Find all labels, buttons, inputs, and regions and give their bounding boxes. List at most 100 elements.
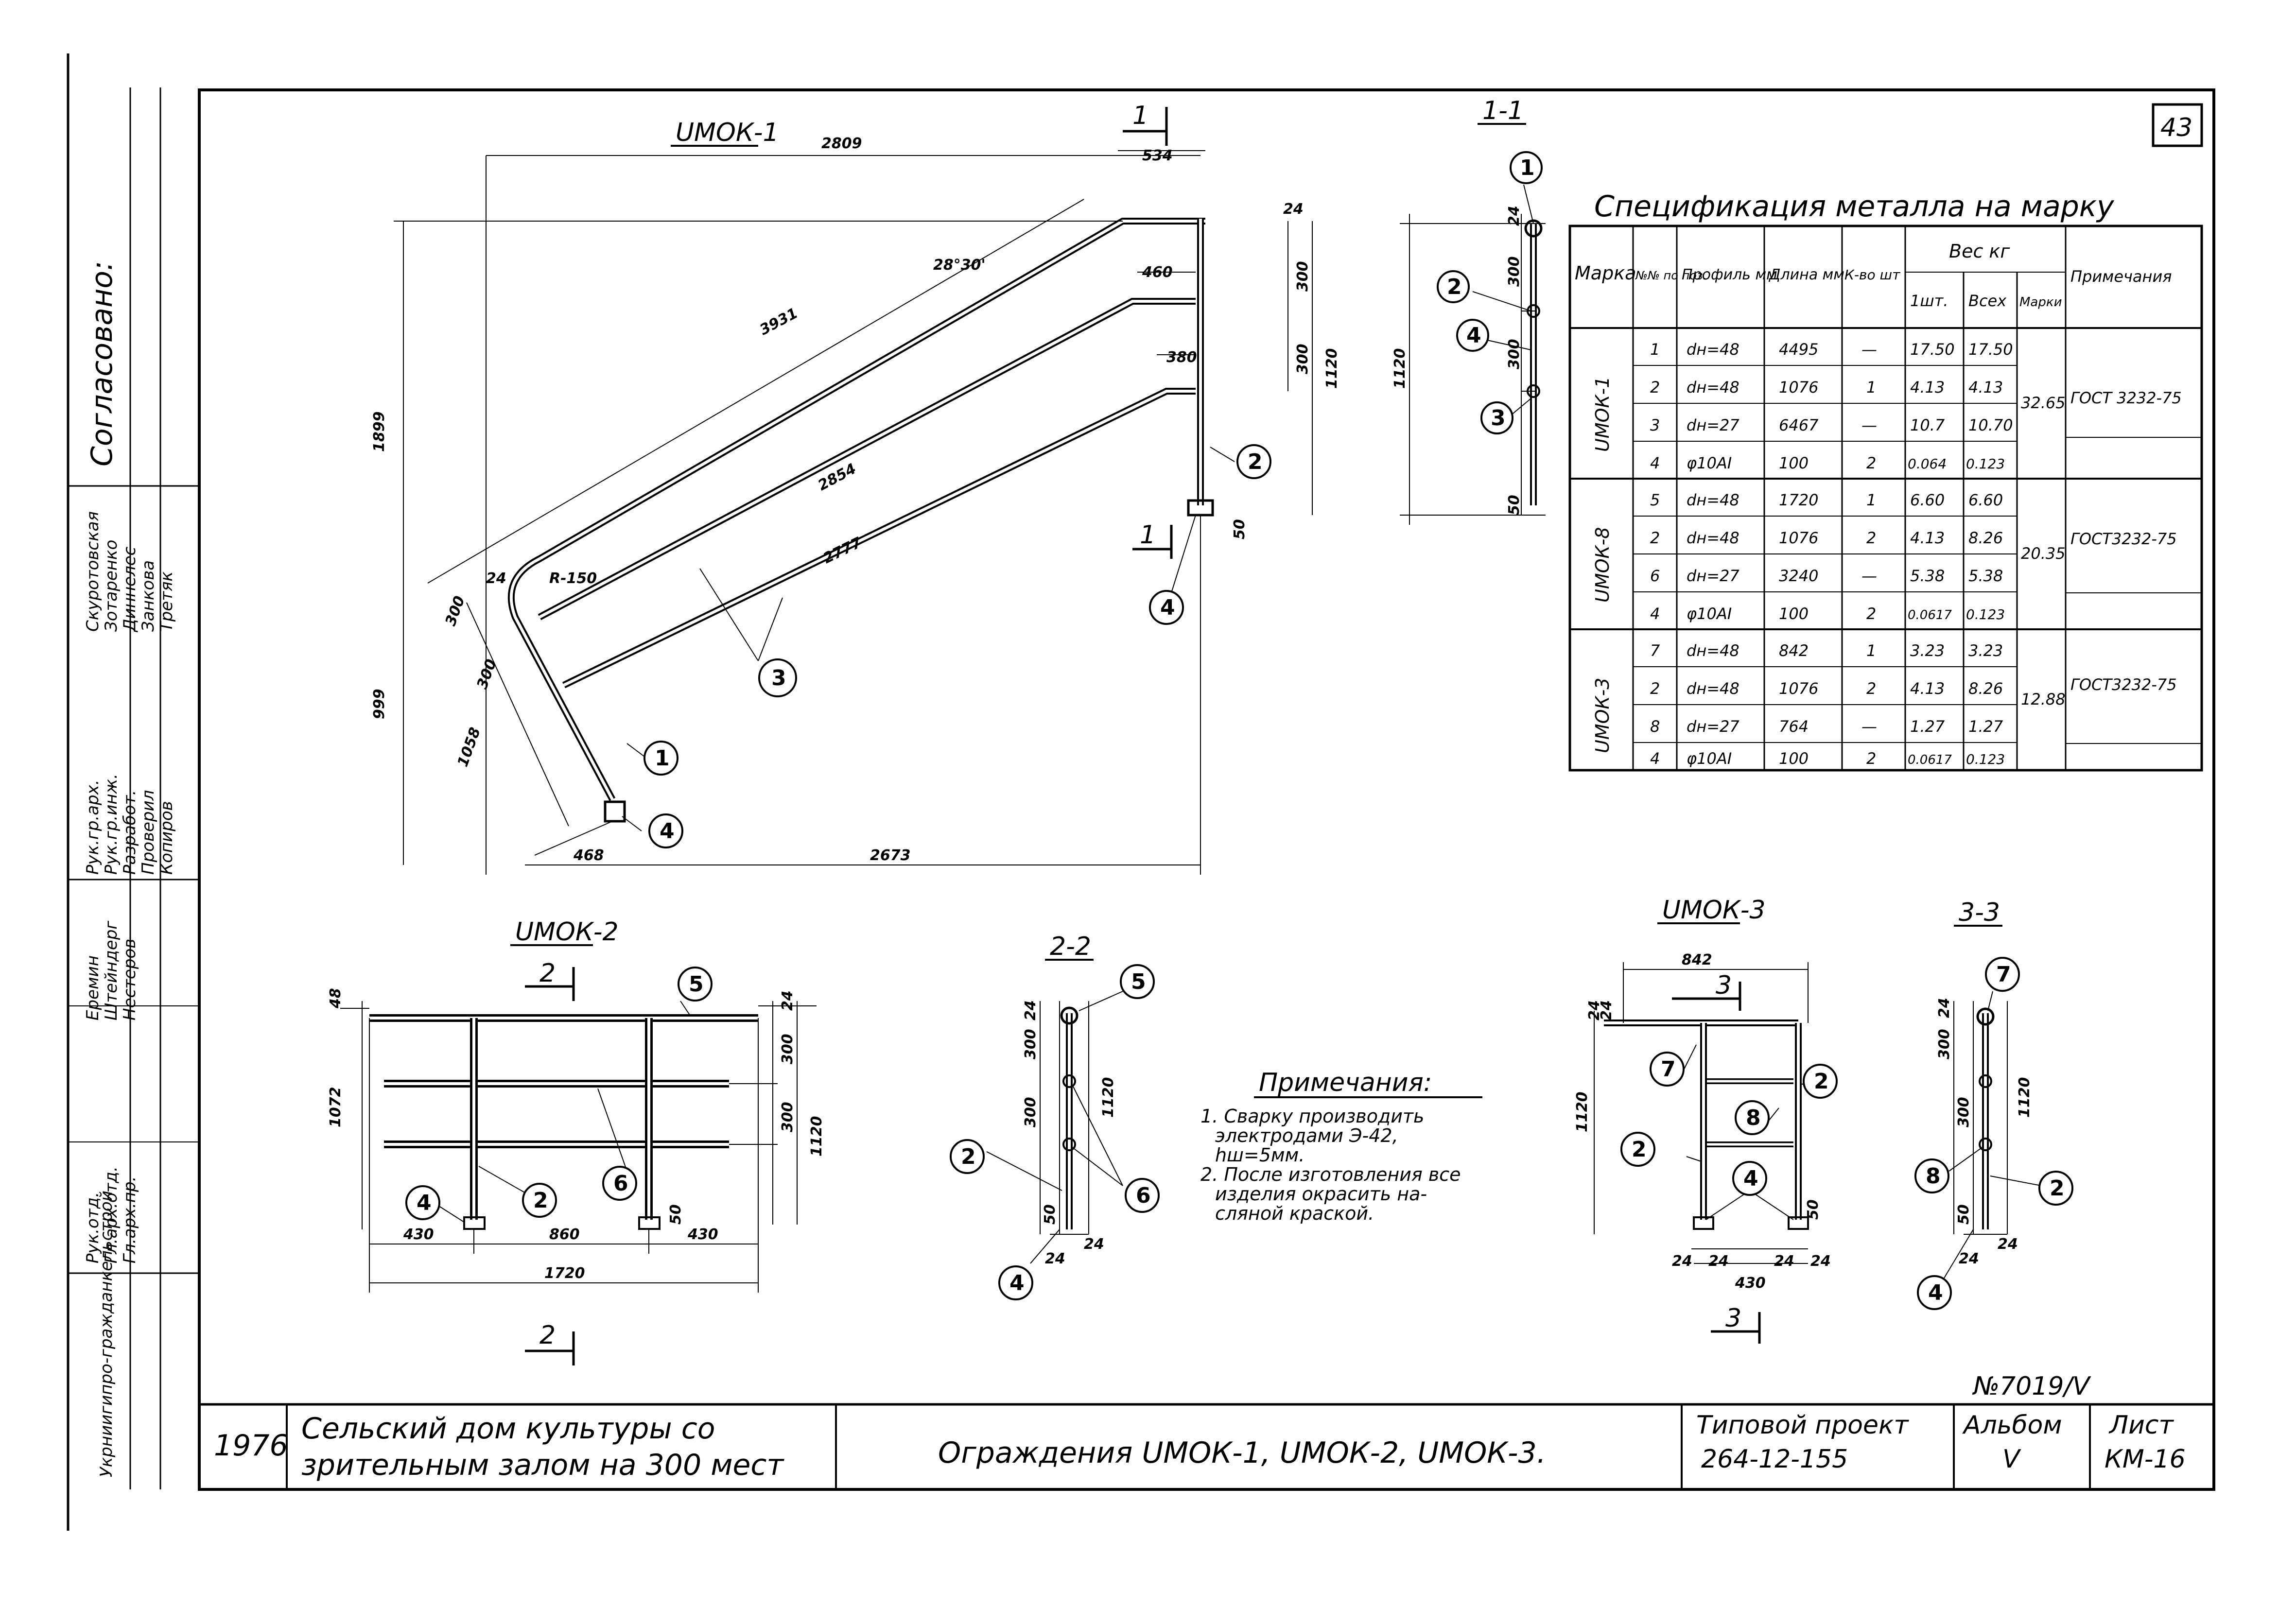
svg-text:24: 24 <box>1045 1250 1065 1267</box>
drawing-title: Ограждения UМОК-1, UМОК-2, UМОК-3. <box>938 1436 1546 1470</box>
spec-title: Спецификация металла на марку <box>1594 190 2115 224</box>
svg-text:6.60: 6.60 <box>1910 491 1945 509</box>
svg-text:—: — <box>1861 340 1877 359</box>
callout-label: 5 <box>689 972 704 997</box>
spec-note: ГОСТ 3232-75 <box>2070 389 2182 407</box>
svg-text:24: 24 <box>1810 1253 1831 1270</box>
svg-text:—: — <box>1861 567 1877 585</box>
sheet-label: Лист <box>2108 1411 2174 1440</box>
notes-line: 2. После изготовления все <box>1200 1164 1461 1185</box>
svg-text:0.123: 0.123 <box>1966 456 2005 472</box>
callout-label: 7 <box>1661 1057 1676 1082</box>
svg-text:860: 860 <box>549 1226 580 1243</box>
svg-text:8.26: 8.26 <box>1968 679 2003 698</box>
album-number: №7019/Ⅴ <box>1972 1372 2091 1401</box>
callout-label: 3 <box>771 666 786 691</box>
cut-mark-label: 3 <box>1725 1304 1741 1333</box>
type-number: 264-12-155 <box>1701 1445 1848 1474</box>
title-block: 1976 Сельский дом культуры со зрительным… <box>214 1404 2186 1489</box>
table-row: 2 dн=48 1076 2 4.13 8.26 <box>1650 679 2003 698</box>
table-row: 2 dн=48 1076 2 4.13 8.26 <box>1650 529 2003 547</box>
svg-text:—: — <box>1861 717 1877 736</box>
dim-text: 300 <box>1506 256 1523 287</box>
svg-text:6: 6 <box>1650 567 1660 585</box>
project-line-1: Сельский дом культуры со <box>301 1412 715 1446</box>
svg-text:24: 24 <box>779 990 796 1011</box>
spec-group-1: UМОК-1 32.65 ГОСТ 3232-75 1 dн=48 4495 —… <box>1592 340 2182 472</box>
dim-text: 24 <box>486 570 506 587</box>
svg-text:50: 50 <box>1955 1204 1972 1225</box>
svg-text:100: 100 <box>1779 454 1809 472</box>
svg-text:dн=27: dн=27 <box>1687 567 1739 585</box>
svg-text:1: 1 <box>1866 641 1876 660</box>
hdr-wmark: Марки <box>2019 295 2062 310</box>
svg-text:φ10АⅠ: φ10АⅠ <box>1687 454 1732 472</box>
umok2-dims: 48 24 300 300 1120 1072 430 860 430 1720… <box>327 988 825 1282</box>
svg-text:10.7: 10.7 <box>1910 416 1945 434</box>
stamp-role-3: Разработ. <box>120 790 139 875</box>
svg-text:4495: 4495 <box>1779 340 1818 359</box>
callout-bubble <box>644 741 678 776</box>
dim-text: 3931 <box>757 305 800 339</box>
year: 1976 <box>214 1429 288 1463</box>
svg-text:7: 7 <box>1650 641 1660 660</box>
dim-text: 28°30' <box>933 257 986 274</box>
callout-label: 4 <box>1743 1166 1758 1191</box>
svg-text:1720: 1720 <box>1779 491 1818 509</box>
table-row: 8 dн=27 764 — 1.27 1.27 <box>1650 717 2003 736</box>
callout-label: 2 <box>533 1188 548 1213</box>
spec-group-3: UМОК-3 12.88 ГОСТ3232-75 7 dн=48 842 1 3… <box>1592 641 2177 768</box>
svg-text:1: 1 <box>1650 340 1660 359</box>
callout-bubble <box>758 658 797 697</box>
callout-label: 2 <box>961 1144 976 1169</box>
svg-text:φ10АⅠ: φ10АⅠ <box>1687 749 1732 768</box>
project-line-2: зрительным залом на 300 мест <box>301 1448 784 1482</box>
type-label: Типовой проект <box>1696 1411 1909 1440</box>
svg-text:dн=27: dн=27 <box>1687 416 1739 434</box>
callout-bubble <box>1236 444 1271 479</box>
sec22-title: 2-2 <box>1050 932 1091 961</box>
callout-label: 7 <box>1996 962 2011 987</box>
umok1-callout-labels: 1 3 2 4 4 <box>655 449 1263 844</box>
dim-text: 1120 <box>1392 348 1409 389</box>
cut-mark-label: 1 <box>1132 101 1148 130</box>
svg-text:430: 430 <box>403 1226 434 1243</box>
svg-text:48: 48 <box>327 988 344 1009</box>
dim-text: R-150 <box>549 570 597 587</box>
view-umok-3: UМОК-3 <box>1574 896 1838 1344</box>
svg-text:1076: 1076 <box>1779 529 1818 547</box>
callout-label: 5 <box>1131 969 1146 994</box>
svg-text:1: 1 <box>1866 491 1876 509</box>
svg-text:1076: 1076 <box>1779 378 1818 397</box>
svg-text:6467: 6467 <box>1779 416 1819 434</box>
dim-text: 1120 <box>1323 348 1340 389</box>
svg-text:2: 2 <box>1650 679 1660 698</box>
svg-text:24: 24 <box>1708 1253 1729 1270</box>
spec-mark: UМОК-1 <box>1592 377 1613 452</box>
notes-line: 1. Сварку производить <box>1200 1106 1424 1127</box>
svg-text:3.23: 3.23 <box>1910 641 1945 660</box>
svg-text:6.60: 6.60 <box>1968 491 2003 509</box>
sec11-callouts <box>1437 151 1543 434</box>
svg-text:4.13: 4.13 <box>1910 679 1945 698</box>
svg-text:dн=27: dн=27 <box>1687 717 1739 736</box>
svg-text:—: — <box>1861 416 1877 434</box>
svg-text:10.70: 10.70 <box>1968 416 2013 434</box>
dim-text: 999 <box>371 689 388 719</box>
svg-text:24: 24 <box>1774 1253 1794 1270</box>
svg-text:17.50: 17.50 <box>1910 340 1955 359</box>
stamp-name-7: Штейндерг <box>102 920 121 1020</box>
spec-grid <box>1568 225 2203 772</box>
hdr-length: Длина мм <box>1768 266 1844 283</box>
stamp-name-5: Третяк <box>157 571 176 632</box>
svg-text:4: 4 <box>1650 454 1660 472</box>
callout-label: 6 <box>613 1171 628 1196</box>
svg-text:2: 2 <box>1866 749 1876 768</box>
approved-label: Согласовано: <box>85 261 119 467</box>
svg-text:1120: 1120 <box>1574 1092 1591 1133</box>
spec-note: ГОСТ3232-75 <box>2070 675 2177 694</box>
callout-label: 4 <box>417 1191 432 1215</box>
svg-text:2: 2 <box>1650 378 1660 397</box>
view-section-3-3: 3-3 24 300 300 1120 50 24 24 <box>1914 898 2073 1310</box>
dim-text: 460 <box>1142 264 1173 281</box>
